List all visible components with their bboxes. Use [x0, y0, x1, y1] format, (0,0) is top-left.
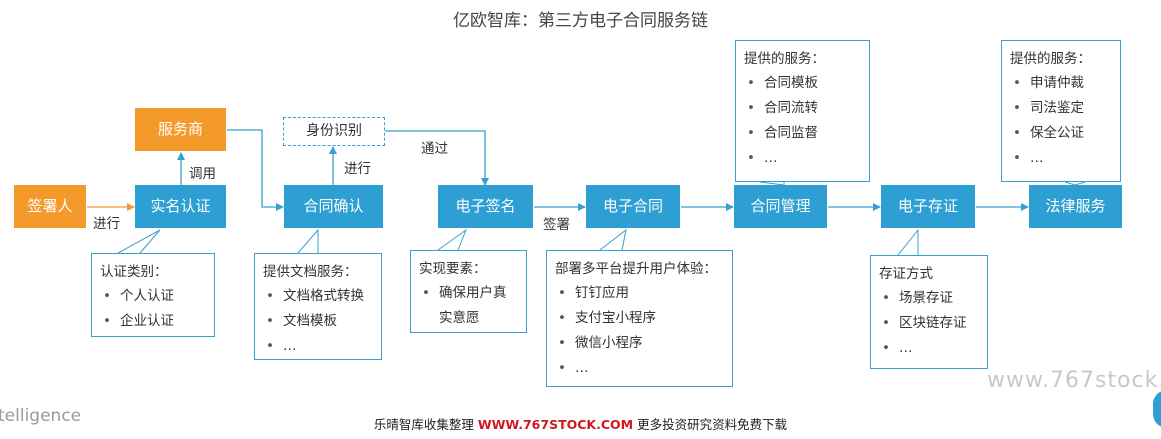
callout-esign: 实现要素： 确保用户真 实意愿 — [410, 250, 527, 333]
callout-econtract: 部署多平台提升用户体验： 钉钉应用 支付宝小程序 微信小程序 … — [546, 250, 733, 387]
footer-suffix: 更多投资研究资料免费下载 — [637, 417, 788, 432]
edge-label-qianshu: 签署 — [543, 217, 570, 233]
list-item: 实意愿 — [439, 310, 480, 326]
node-signer: 签署人 — [14, 185, 86, 228]
callout-heading: 存证方式 — [879, 266, 933, 282]
list-item: … — [263, 334, 373, 359]
callout-heading: 提供的服务： — [744, 51, 825, 67]
pointer-econtract — [599, 228, 627, 251]
list-item: 支付宝小程序 — [555, 306, 724, 331]
node-manage: 合同管理 — [734, 185, 827, 228]
callout-store: 存证方式 场景存证 区块链存证 … — [870, 255, 988, 369]
pointer-confirm — [297, 228, 319, 254]
list-item: 企业认证 — [100, 309, 206, 334]
edge-label-jinxing-2: 进行 — [344, 161, 371, 177]
callout-heading: 提供的服务： — [1010, 51, 1091, 67]
watermark: www.767stock. — [987, 368, 1161, 393]
node-esign: 电子签名 — [438, 185, 533, 228]
edge-label-tongguo: 通过 — [421, 141, 448, 157]
list-item: … — [744, 146, 861, 171]
callout-heading: 实现要素： — [419, 261, 487, 277]
node-provider: 服务商 — [135, 108, 226, 151]
list-item: 合同模板 — [744, 71, 861, 96]
list-item: 个人认证 — [100, 284, 206, 309]
corner-badge — [1153, 390, 1161, 428]
edge-label-diaoyong: 调用 — [189, 166, 216, 182]
node-realname: 实名认证 — [135, 185, 226, 228]
list-item: 司法鉴定 — [1010, 96, 1112, 121]
footer-prefix: 乐晴智库收集整理 — [373, 417, 474, 432]
node-legal: 法律服务 — [1029, 185, 1122, 228]
list-item: 文档模板 — [263, 309, 373, 334]
edge-identity-esign — [385, 130, 489, 186]
list-item: 区块链存证 — [879, 311, 979, 336]
footer-url[interactable]: WWW.767STOCK.COM — [477, 417, 634, 432]
brand-fragment: telligence — [0, 406, 82, 426]
pointer-esign — [437, 228, 468, 251]
node-identity: 身份识别 — [283, 117, 385, 146]
pointer-realname — [117, 229, 161, 254]
list-item: 确保用户真 — [419, 281, 518, 306]
node-store: 电子存证 — [881, 185, 975, 228]
callout-heading: 认证类别： — [100, 264, 168, 280]
node-confirm: 合同确认 — [284, 185, 383, 228]
list-item: … — [555, 356, 724, 381]
list-item: … — [1010, 146, 1112, 171]
callout-heading: 提供文档服务： — [263, 264, 358, 280]
list-item: … — [879, 336, 979, 361]
list-item: 合同监督 — [744, 121, 861, 146]
list-item: 场景存证 — [879, 286, 979, 311]
edge-label-jinxing-1: 进行 — [93, 216, 120, 232]
list-item: 微信小程序 — [555, 331, 724, 356]
diagram-title: 亿欧智库：第三方电子合同服务链 — [453, 11, 708, 31]
list-item: 文档格式转换 — [263, 284, 373, 309]
callout-confirm: 提供文档服务： 文档格式转换 文档模板 … — [254, 253, 382, 360]
list-item: 合同流转 — [744, 96, 861, 121]
callout-heading: 部署多平台提升用户体验： — [555, 261, 717, 277]
pointer-store — [897, 228, 919, 256]
edge-provider-confirm — [227, 129, 284, 211]
footer: 乐晴智库收集整理 WWW.767STOCK.COM 更多投资研究资料免费下载 — [0, 414, 1161, 433]
list-item: 保全公证 — [1010, 121, 1112, 146]
callout-legal: 提供的服务： 申请仲裁 司法鉴定 保全公证 … — [1001, 40, 1121, 182]
node-econtract: 电子合同 — [586, 185, 680, 228]
list-item: 钉钉应用 — [555, 281, 724, 306]
list-item: 申请仲裁 — [1010, 71, 1112, 96]
callout-manage: 提供的服务： 合同模板 合同流转 合同监督 … — [735, 40, 870, 182]
callout-realname: 认证类别： 个人认证 企业认证 — [91, 253, 215, 337]
